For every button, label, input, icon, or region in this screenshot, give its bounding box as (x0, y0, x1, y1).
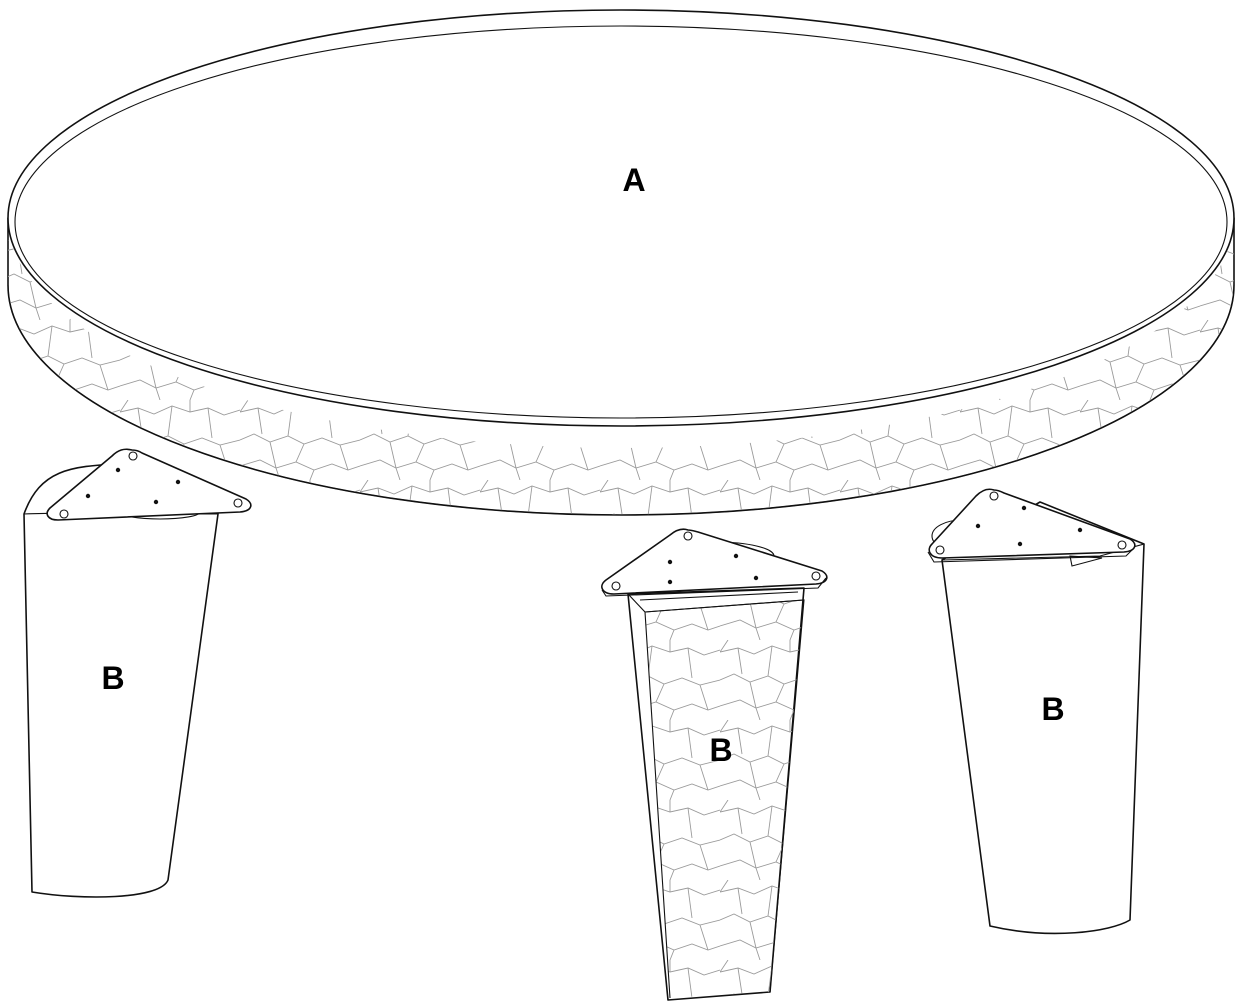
tabletop (7, 9, 1235, 516)
mounting-plate-right (927, 488, 1136, 563)
leg-center (627, 541, 805, 1001)
label-leg-left: B (101, 660, 124, 696)
label-leg-center: B (709, 732, 732, 768)
mounting-plate-left (46, 448, 252, 521)
label-leg-right: B (1041, 691, 1064, 727)
leg-right (931, 501, 1145, 935)
mounting-plate-center (601, 528, 828, 597)
label-tabletop: A (622, 162, 645, 198)
